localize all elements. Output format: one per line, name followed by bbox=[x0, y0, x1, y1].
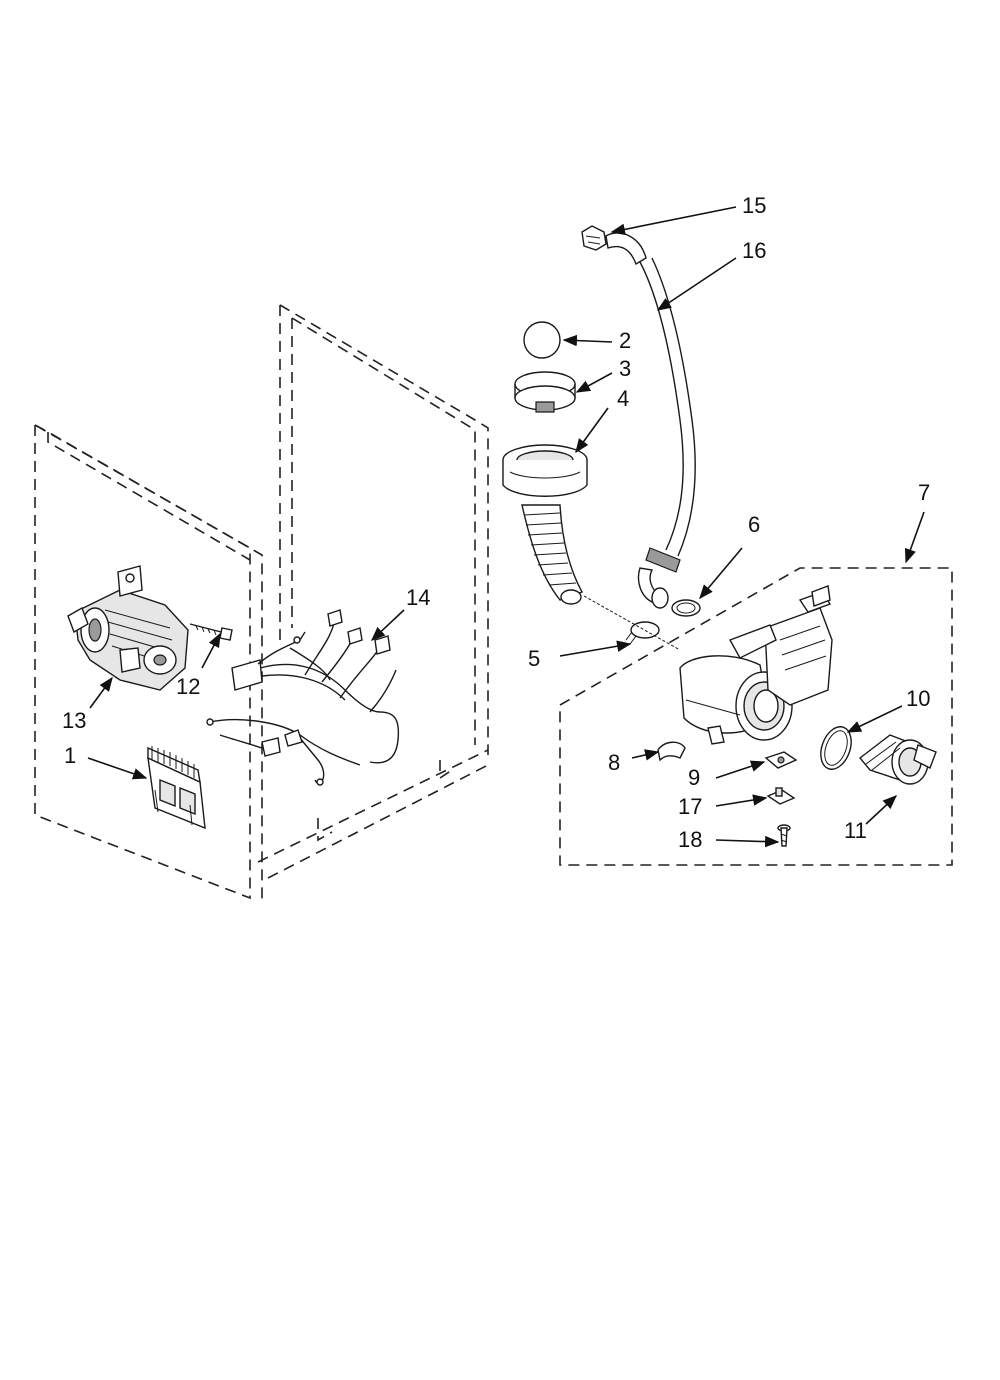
callout-labels: 15 16 2 3 4 7 6 14 5 12 10 13 1 8 9 17 1… bbox=[62, 193, 930, 852]
drain-hose-part bbox=[605, 232, 696, 609]
plate-part bbox=[764, 751, 798, 769]
clamp-part bbox=[625, 621, 660, 645]
screw-part bbox=[777, 824, 791, 847]
callout-2: 2 bbox=[619, 328, 631, 353]
callout-arrows bbox=[87, 206, 925, 848]
callout-4: 4 bbox=[617, 386, 629, 411]
callout-6: 6 bbox=[748, 512, 760, 537]
motor-part bbox=[67, 565, 189, 691]
callout-10: 10 bbox=[906, 686, 930, 711]
clip-part bbox=[657, 741, 686, 762]
hose-clamp-part bbox=[581, 225, 607, 251]
ball-part bbox=[523, 321, 561, 359]
callout-14: 14 bbox=[406, 585, 430, 610]
callout-12: 12 bbox=[176, 674, 200, 699]
ring-clamp-part bbox=[514, 371, 576, 413]
callout-15: 15 bbox=[742, 193, 766, 218]
callout-16: 16 bbox=[742, 238, 766, 263]
o-ring-part bbox=[820, 726, 852, 770]
cabinet-frame-right bbox=[257, 304, 489, 879]
callout-7: 7 bbox=[918, 480, 930, 505]
callout-18: 18 bbox=[678, 827, 702, 852]
callout-17: 17 bbox=[678, 794, 702, 819]
callout-3: 3 bbox=[619, 356, 631, 381]
callout-11: 11 bbox=[844, 818, 867, 843]
sump-bellows-part bbox=[502, 444, 588, 605]
pump-assembly-box bbox=[559, 567, 953, 866]
bracket-part bbox=[766, 787, 796, 805]
wire-harness-part bbox=[206, 609, 400, 786]
callout-13: 13 bbox=[62, 708, 86, 733]
callout-8: 8 bbox=[608, 750, 620, 775]
callout-5: 5 bbox=[528, 646, 540, 671]
drain-pump-part bbox=[679, 585, 833, 745]
cabinet-frame-left bbox=[34, 423, 263, 905]
filter-cap-part bbox=[858, 734, 937, 785]
control-board-part bbox=[147, 746, 206, 830]
bolt-part bbox=[189, 623, 233, 641]
callout-9: 9 bbox=[688, 765, 700, 790]
callout-1: 1 bbox=[64, 743, 76, 768]
clamp-part-6 bbox=[671, 599, 701, 617]
